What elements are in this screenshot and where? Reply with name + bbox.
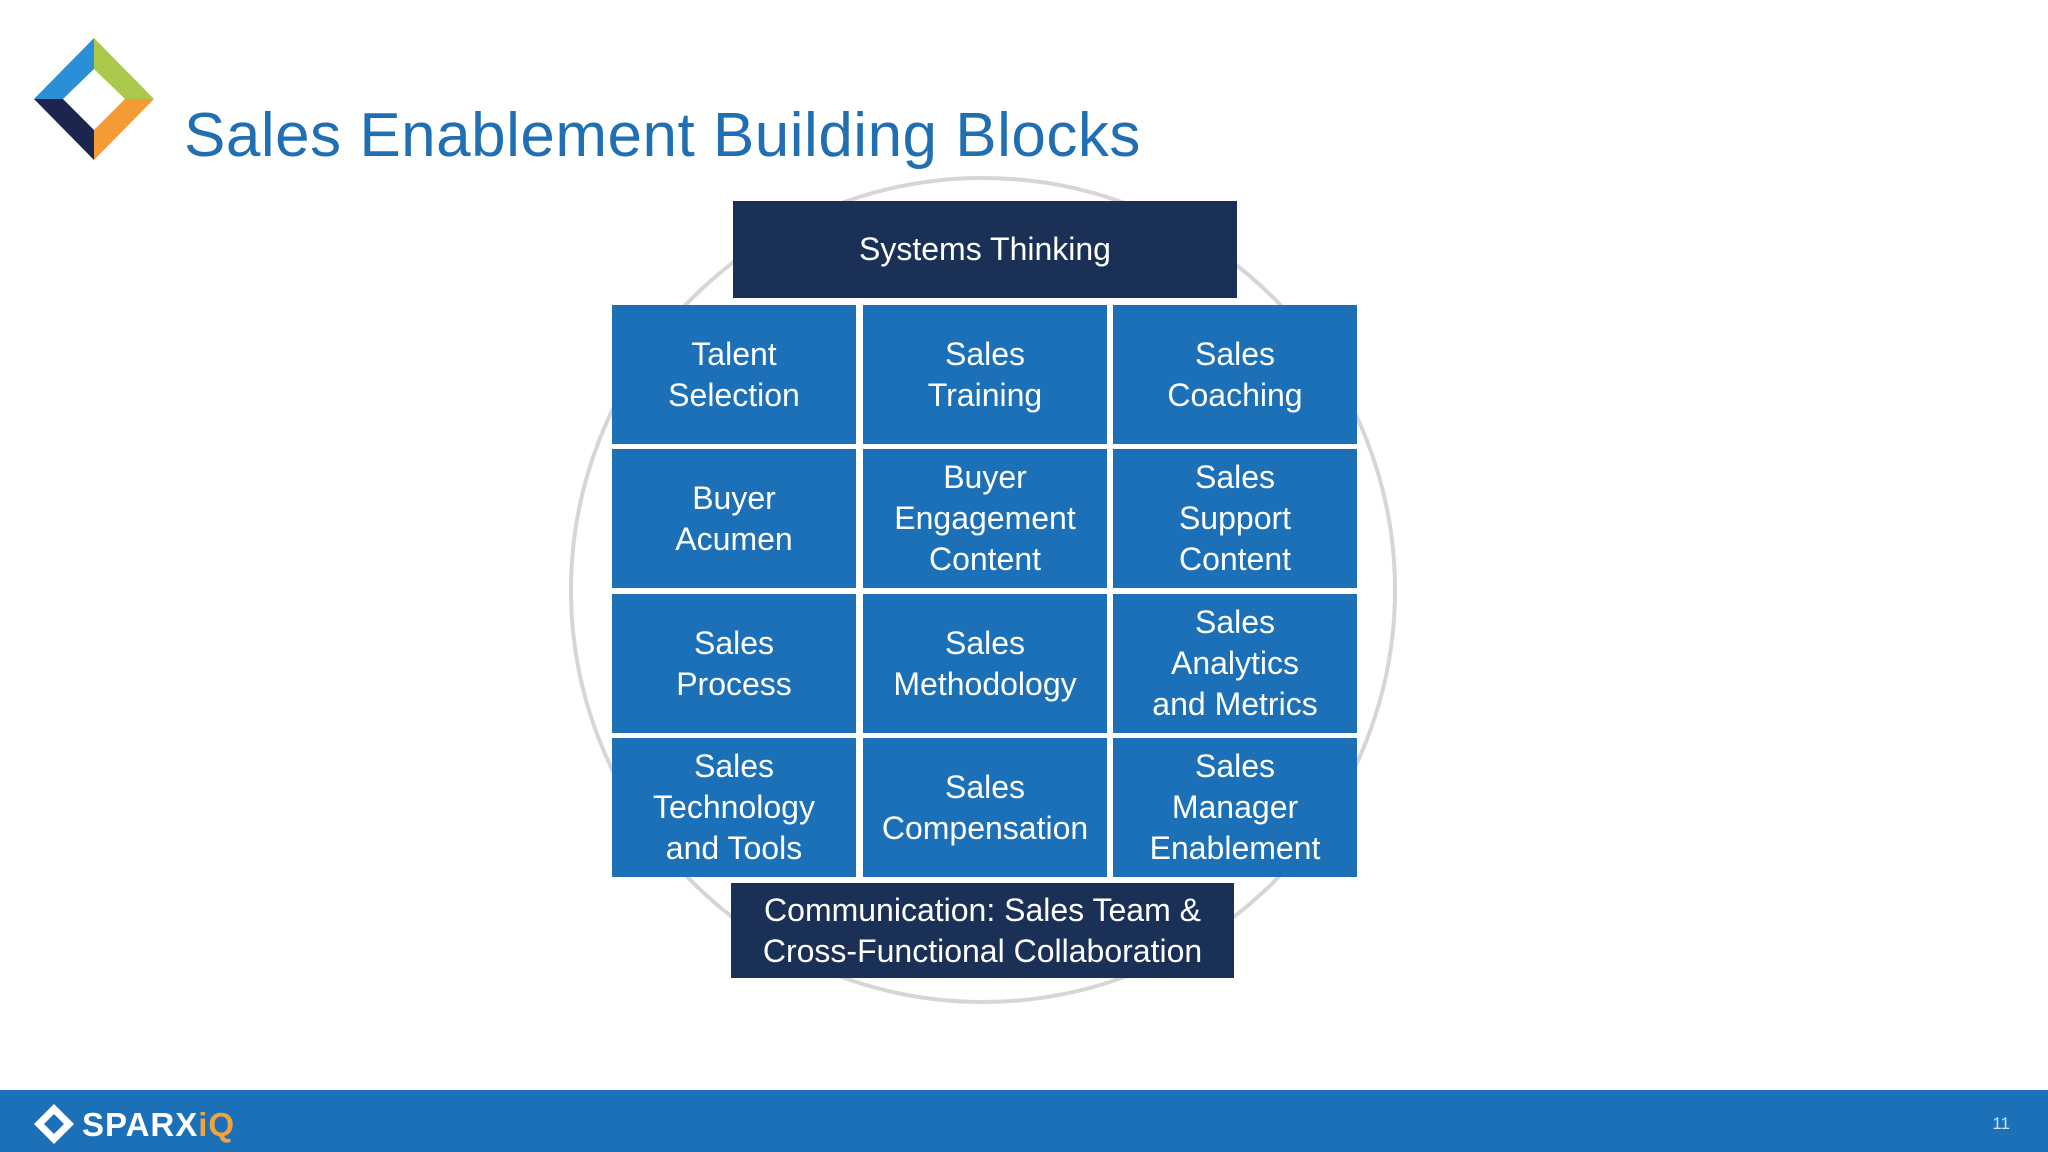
block-label-line: Sales [944,768,1026,805]
sparxiq-logo-icon [34,1104,74,1144]
block-sales-process: Sales Process [612,594,856,733]
block-label-line: Sales [1194,604,1276,640]
block-label-line: Methodology [893,665,1077,702]
block-sales-coaching: Sales Coaching [1113,305,1357,444]
block-label-line: Buyer [943,459,1027,495]
block-label-line: Cross-Functional Collaboration [762,932,1203,969]
block-label-line: Process [676,665,792,702]
block-talent-selection: Talent Selection [612,305,856,444]
block-label-line: Sales [1194,748,1276,784]
block-label-line: Analytics [1170,645,1300,681]
block-label-line: Compensation [881,809,1089,846]
block-label-line: Sales [944,624,1026,661]
block-label-line: Sales [693,624,775,661]
block-buyer-engagement-content: Buyer Engagement Content [863,449,1107,588]
block-sales-support-content: Sales Support Content [1113,449,1357,588]
block-label-line: Coaching [1167,376,1303,413]
block-label-line: Sales [693,748,775,784]
block-label-line: Engagement [894,500,1076,536]
block-label-line: Content [1178,541,1292,577]
block-label-line: Selection [668,376,800,413]
block-label-line: Buyer [692,479,776,516]
block-sales-training: Sales Training [863,305,1107,444]
block-label-line: Technology [653,789,815,825]
brand-wordmark-accent: iQ [198,1106,236,1143]
block-sales-technology-and-tools: Sales Technology and Tools [612,738,856,877]
block-label-line: and Metrics [1152,686,1318,722]
company-logo-icon [34,38,154,160]
block-label-line: Sales [1194,335,1276,372]
block-label-line: Sales [1194,459,1276,495]
diagram-circle [569,176,1397,1004]
block-sales-methodology: Sales Methodology [863,594,1107,733]
footer-bar [0,1090,2048,1152]
block-buyer-acumen: Buyer Acumen [612,449,856,588]
block-label-line: Communication: Sales Team & [764,891,1201,928]
block-label-line: Enablement [1149,830,1321,866]
block-label-line: Content [928,541,1042,577]
block-label-line: Sales [944,335,1026,372]
block-sales-compensation: Sales Compensation [863,738,1107,877]
slide-title: Sales Enablement Building Blocks [184,100,1141,170]
brand-wordmark: SPARXiQ [82,1106,235,1144]
block-sales-manager-enablement: Sales Manager Enablement [1113,738,1357,877]
block-label-line: and Tools [665,830,803,866]
block-label-line: Support [1178,500,1292,536]
block-label-line: Talent [691,335,777,372]
brand-wordmark-main: SPARX [82,1106,199,1143]
block-label-line: Training [927,376,1043,413]
block-label-line: Manager [1171,789,1299,825]
systems-thinking-block: Systems Thinking [733,201,1237,298]
block-label-line: Systems Thinking [859,231,1111,267]
communication-block: Communication: Sales Team & Cross-Functi… [731,883,1234,978]
page-number: 11 [1992,1114,2010,1133]
block-label-line: Acumen [675,520,793,557]
block-sales-analytics-and-metrics: Sales Analytics and Metrics [1113,594,1357,733]
